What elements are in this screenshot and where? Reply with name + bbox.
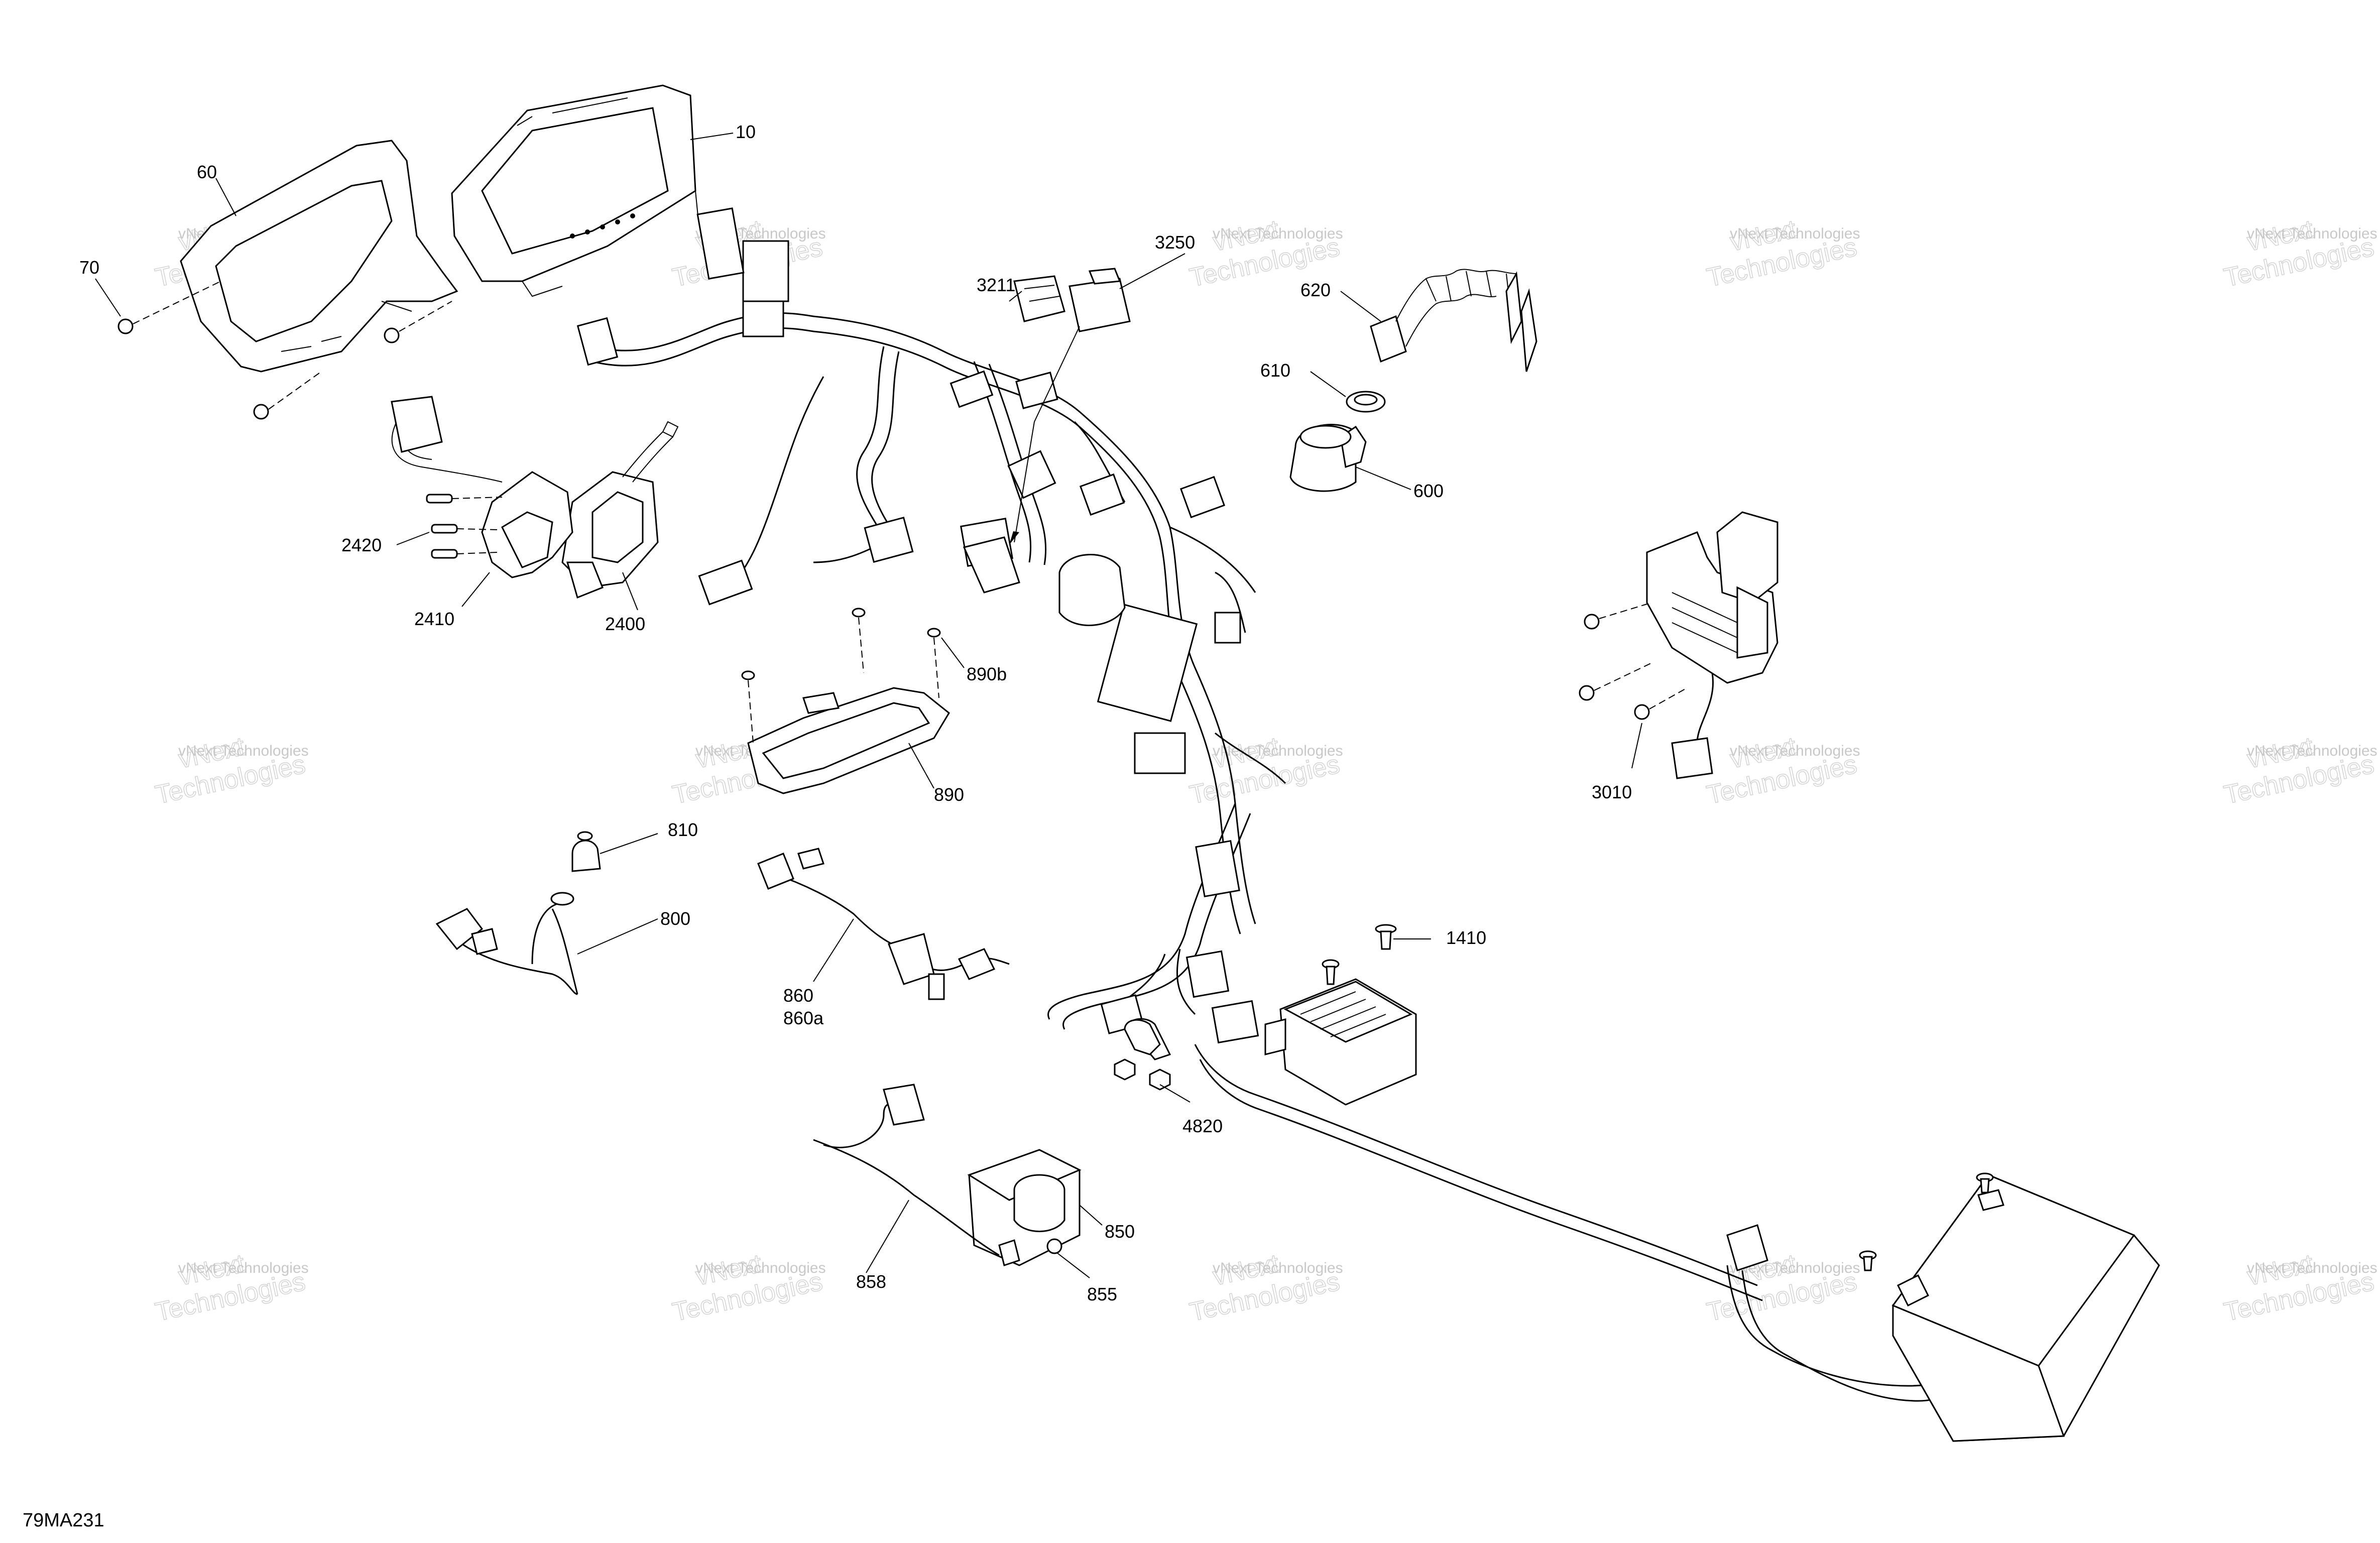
svg-text:vNext Technologies: vNext Technologies	[695, 1260, 826, 1276]
watermark: vNext Technologies vNext Technologies	[2221, 1249, 2377, 1328]
svg-text:vNext Technologies: vNext Technologies	[2247, 1260, 2377, 1276]
callout-10: 10	[736, 122, 756, 142]
svg-text:vNext Technologies: vNext Technologies	[178, 743, 309, 759]
callout-3010: 3010	[1592, 782, 1632, 802]
callout-860a: 860a	[783, 1008, 824, 1028]
svg-text:vNext Technologies: vNext Technologies	[2247, 743, 2377, 759]
watermark: vNext Technologies vNext Technologies	[1704, 732, 1860, 810]
watermark: vNext Technologies vNext Technologies	[669, 1249, 826, 1328]
part-2400-switch-housing	[561, 421, 679, 599]
svg-text:vNext Technologies: vNext Technologies	[1213, 1260, 1343, 1276]
part-890-tray	[747, 687, 950, 794]
part-70-screws	[117, 281, 452, 420]
part-810-cap	[571, 831, 601, 872]
callout-2410: 2410	[414, 609, 454, 629]
callout-610: 610	[1260, 360, 1290, 381]
svg-text:vNext Technologies: vNext Technologies	[1730, 225, 1860, 242]
watermark: vNext Technologies vNext Technologies	[2221, 732, 2377, 810]
watermark: vNext Technologies vNext Technologies	[152, 732, 309, 810]
watermark: vNext Technologies vNext Technologies	[2221, 214, 2377, 293]
part-800-sensor-harness	[435, 892, 578, 995]
part-3211-switch	[1013, 275, 1065, 322]
callout-600: 600	[1413, 481, 1444, 501]
part-60-cluster-bracket	[180, 140, 458, 373]
part-600-key-switch	[1289, 424, 1367, 492]
svg-text:vNext Technologies: vNext Technologies	[178, 1260, 309, 1276]
part-voltage-regulator	[1264, 978, 1417, 1106]
callout-70: 70	[79, 257, 99, 278]
svg-text:vNext Technologies: vNext Technologies	[1213, 225, 1343, 242]
part-3250-switch	[1009, 268, 1131, 545]
watermark: vNext Technologies vNext Technologies	[1186, 732, 1343, 810]
part-850-control-knob	[967, 1149, 1082, 1266]
callout-4820: 4820	[1182, 1116, 1223, 1136]
callout-3211: 3211	[977, 275, 1015, 295]
part-620-tether-cord	[1370, 269, 1537, 372]
part-2410-switch-housing	[391, 396, 573, 578]
main-wiring-harness	[576, 207, 1286, 1060]
watermark-layer: vNext Technologies vNext Technologies vN…	[152, 214, 2377, 1328]
part-890b-nuts	[741, 608, 941, 744]
callout-1410: 1410	[1446, 927, 1486, 948]
callout-labels: 10 60 70 3250 3211 620 610 600 2420 2410…	[79, 122, 1632, 1304]
callout-620: 620	[1300, 280, 1331, 300]
part-battery	[1859, 1172, 2160, 1442]
callout-2420: 2420	[341, 535, 382, 555]
part-3010-actuator-module	[1579, 511, 1778, 779]
callout-860: 860	[783, 985, 813, 1006]
callout-60: 60	[197, 162, 217, 182]
callout-3250: 3250	[1155, 232, 1195, 253]
watermark: vNext Technologies vNext Technologies	[1186, 1249, 1343, 1328]
diagram-reference-code: 79MA231	[23, 1510, 104, 1531]
part-860-harness	[757, 848, 1010, 1000]
watermark: vNext Technologies vNext Technologies	[1704, 1249, 1860, 1328]
callout-2400: 2400	[605, 614, 645, 634]
part-1410-screw	[1322, 924, 1397, 985]
svg-text:vNext Technologies: vNext Technologies	[2247, 225, 2377, 242]
part-battery-cable	[1124, 1019, 1954, 1402]
part-2420-screws	[426, 494, 503, 559]
callout-800: 800	[660, 908, 690, 929]
part-855-screw	[1046, 1238, 1062, 1254]
callout-850: 850	[1105, 1221, 1135, 1242]
part-4820-nuts	[1114, 1058, 1171, 1091]
callout-890: 890	[934, 784, 964, 805]
leader-lines	[95, 133, 1642, 1278]
svg-text:vNext Technologies: vNext Technologies	[1730, 743, 1860, 759]
watermark: vNext Technologies vNext Technologies	[152, 1249, 309, 1328]
watermark: vNext Technologies vNext Technologies	[1704, 214, 1860, 293]
callout-810: 810	[668, 819, 698, 840]
callout-890b: 890b	[967, 664, 1007, 684]
part-10-instrument-cluster	[451, 84, 698, 297]
part-858-harness	[813, 1084, 1020, 1266]
part-610-grommet	[1346, 391, 1386, 413]
svg-text:vNext Technologies: vNext Technologies	[1213, 743, 1343, 759]
callout-858: 858	[856, 1271, 886, 1292]
callout-855: 855	[1087, 1284, 1117, 1304]
